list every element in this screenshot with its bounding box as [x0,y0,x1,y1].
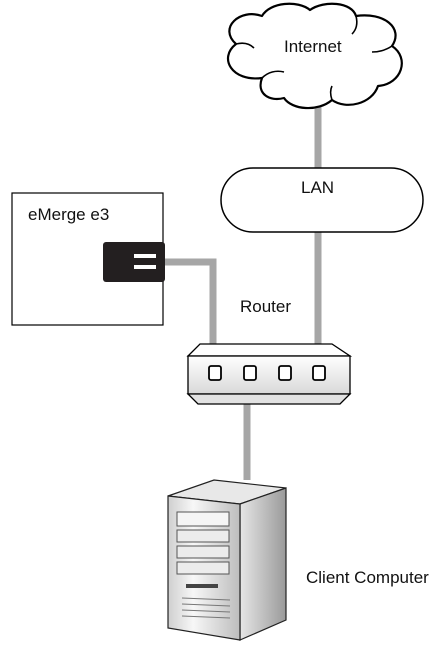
client-computer-label: Client Computer [306,568,429,587]
router-port-2 [243,365,257,381]
device-label: eMerge e3 [28,205,109,224]
emerge-e3-device: eMerge e3 [11,192,165,326]
router-port-1 [208,365,222,381]
ethernet-port-slot-bottom [134,265,156,269]
internet-label: Internet [284,37,342,56]
drive-bay-1 [176,511,230,527]
router: Router [186,297,353,405]
ethernet-port-block [103,242,165,282]
floppy-slot [186,584,218,588]
lan-label: LAN [301,178,334,197]
router-bottom-edge [186,393,352,405]
router-top-face [186,343,353,357]
internet-cloud: Internet [226,2,403,110]
tower-side [239,487,287,641]
internet-cloud-icon [226,2,403,110]
client-computer: Client Computer [167,479,429,641]
router-icon [186,343,353,405]
drive-bay-2 [176,529,230,543]
router-label: Router [240,297,291,316]
lan-oval-icon [220,167,424,233]
lan: LAN [220,167,424,233]
drive-bay-4 [176,561,230,575]
cables [165,101,322,480]
router-port-3 [278,365,292,381]
router-port-4 [312,365,326,381]
ethernet-port-slot-top [134,254,156,258]
tower-computer-icon [167,479,287,641]
drive-bay-3 [176,545,230,559]
cable-emerge-router [165,258,217,345]
